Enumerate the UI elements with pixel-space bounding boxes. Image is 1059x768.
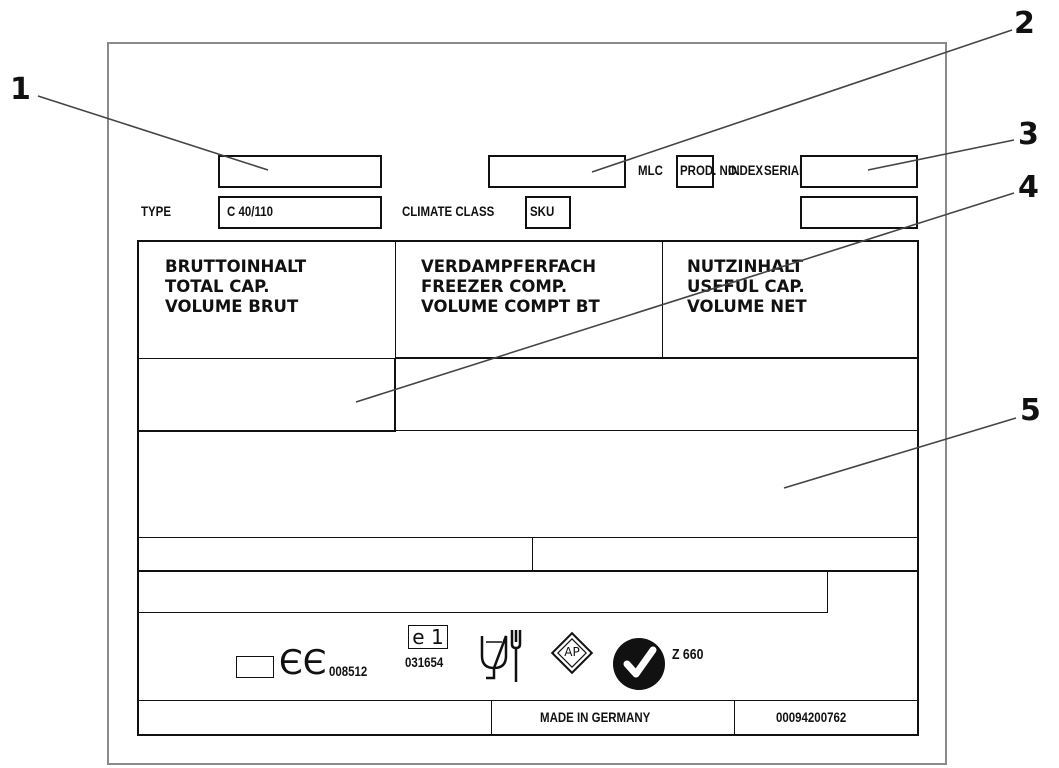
leader-5	[783, 417, 1017, 489]
prod-no-box	[676, 155, 714, 188]
callout-3: 3	[1018, 117, 1039, 152]
ce-mark-icon: ЄЄ	[279, 643, 327, 683]
leader-3	[867, 139, 1015, 171]
divider	[138, 358, 396, 359]
header-line: VOLUME COMPT BT	[421, 297, 600, 316]
callout-2: 2	[1014, 6, 1035, 41]
field-box-1	[218, 155, 382, 188]
type-box	[218, 196, 382, 229]
header-useful-cap: NUTZINHALT USEFUL CAP. VOLUME NET	[687, 257, 807, 317]
info-row-box	[138, 571, 828, 613]
e1-mark: e 1	[408, 625, 448, 649]
ap-mark-text: AP	[564, 645, 580, 659]
z-code: Z 660	[672, 646, 704, 663]
index-label: INDEX	[728, 162, 764, 178]
aux-box	[800, 196, 918, 229]
leader-1	[37, 95, 269, 171]
blank-symbol-box	[236, 656, 274, 678]
header-line: VERDAMPFERFACH	[421, 257, 597, 276]
climate-class-label: CLIMATE CLASS	[402, 203, 495, 219]
type-label: TYPE	[141, 203, 171, 219]
type-value: C 40/110	[227, 203, 273, 219]
divider	[138, 570, 918, 572]
field-box-2	[488, 155, 626, 188]
mlc-label: MLC	[638, 162, 663, 178]
e1-code: 031654	[405, 654, 444, 670]
divider	[138, 700, 918, 701]
header-line: USEFUL CAP.	[687, 277, 805, 296]
food-safe-icon	[480, 630, 522, 682]
header-line: TOTAL CAP.	[165, 277, 270, 296]
divider	[138, 537, 918, 538]
capacity-table	[137, 240, 919, 736]
made-in-label: MADE IN GERMANY	[540, 709, 651, 725]
ce-code: 008512	[329, 663, 368, 679]
header-line: FREEZER COMP.	[421, 277, 568, 296]
divider	[395, 357, 918, 359]
divider	[395, 241, 396, 359]
value-cell-highlight	[138, 358, 396, 432]
callout-1: 1	[10, 72, 31, 107]
label-outline	[107, 42, 947, 765]
divider	[734, 700, 735, 735]
header-total-cap: BRUTTOINHALT TOTAL CAP. VOLUME BRUT	[165, 257, 306, 317]
header-line: NUTZINHALT	[687, 257, 803, 276]
c-tick-mark-icon	[613, 638, 665, 690]
climate-class-value: SKU	[530, 203, 555, 219]
ap-mark-icon	[550, 631, 594, 675]
leader-2	[591, 29, 1013, 173]
callout-5: 5	[1020, 393, 1041, 428]
part-number: 00094200762	[776, 709, 847, 725]
header-line: BRUTTOINHALT	[165, 257, 307, 276]
header-line: VOLUME BRUT	[165, 297, 299, 316]
callout-4: 4	[1018, 170, 1039, 205]
divider	[662, 241, 663, 359]
leader-4	[355, 192, 1015, 403]
serial-no-box	[800, 155, 918, 188]
divider	[491, 700, 492, 735]
climate-class-box	[525, 196, 571, 229]
prod-no-label: PROD. NO.	[680, 162, 740, 178]
header-freezer-comp: VERDAMPFERFACH FREEZER COMP. VOLUME COMP…	[421, 257, 600, 317]
divider	[532, 537, 533, 571]
divider	[395, 430, 918, 431]
header-line: VOLUME NET	[687, 297, 807, 316]
